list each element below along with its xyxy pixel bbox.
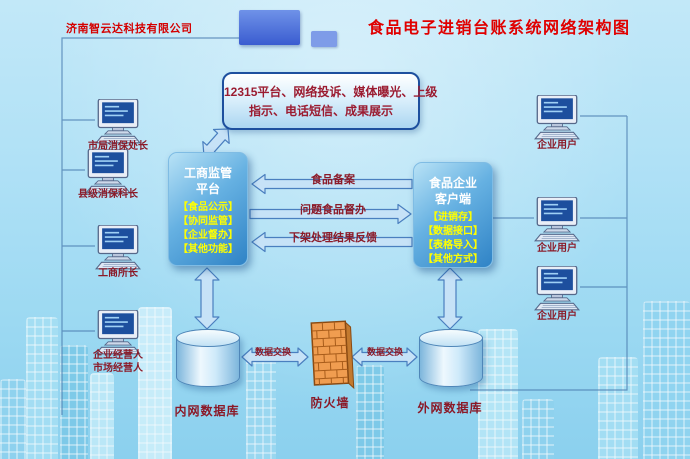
node-enterprise-user-3-label: 企业用户 — [537, 311, 577, 322]
node-enterprise-user-1-label: 企业用户 — [537, 140, 577, 151]
firewall-label: 防火墙 — [310, 396, 350, 410]
platform-item-other-functions: 【其他功能】 — [178, 244, 238, 255]
platform-item-food-publicity: 【食品公示】 — [178, 202, 238, 213]
flow-label-problem-food-supervision: 问题食品督办 — [300, 204, 366, 216]
desktop-computer-icon — [85, 148, 131, 194]
platform-item-enterprise-supervision: 【企业督办】 — [178, 230, 238, 241]
logo-rectangle-small — [311, 31, 337, 47]
node-enterprise-user-2-computer — [534, 196, 580, 247]
client-item-table-import: 【表格导入】 — [423, 240, 483, 251]
logo-rectangle-large — [239, 10, 300, 45]
data-exchange-label-left: 数据交换 — [254, 347, 291, 357]
internal-database-cylinder-icon — [175, 328, 240, 387]
supervision-platform-box: 工商监管 平台 【食品公示】 【协同监管】 【企业督办】 【其他功能】 — [168, 152, 248, 266]
building-silhouette — [478, 329, 518, 459]
external-channels-line2: 指示、电话短信、成果展示 — [248, 104, 393, 118]
left-network-line — [61, 37, 239, 415]
arrow-removal-feedback — [251, 231, 413, 253]
internal-database-label: 内网数据库 — [174, 404, 240, 418]
arrow-platform-internal-db — [194, 267, 220, 330]
external-database-label: 外网数据库 — [417, 401, 483, 415]
node-enterprise-user-3-computer — [534, 265, 580, 316]
external-database-cylinder-icon — [418, 328, 483, 387]
building-silhouette — [643, 301, 690, 459]
building-silhouette — [246, 353, 276, 459]
node-enterprise-user-1-computer — [534, 94, 580, 145]
desktop-computer-icon — [534, 94, 580, 140]
arrow-food-record — [251, 173, 413, 195]
diagram-title: 食品电子进销台账系统网络架构图 — [368, 20, 631, 37]
building-silhouette — [522, 399, 554, 459]
external-channels-box: 12315平台、网络投诉、媒体曝光、上级 指示、电话短信、成果展示 — [222, 72, 437, 130]
building-silhouette — [60, 345, 88, 459]
building-silhouette — [356, 365, 384, 459]
firewall-brick-wall-icon — [310, 320, 355, 390]
node-industry-office-label: 工商所长 — [98, 268, 138, 279]
client-item-data-interface: 【数据接口】 — [423, 226, 483, 237]
node-city-bureau-label: 市局消保处长 — [88, 141, 148, 152]
building-silhouette — [0, 379, 26, 459]
building-silhouette — [26, 317, 58, 459]
client-item-inventory: 【进销存】 — [428, 212, 478, 223]
platform-box-title: 工商监管 平台 — [183, 166, 232, 196]
flow-label-food-record: 食品备案 — [311, 174, 355, 186]
desktop-computer-icon — [534, 196, 580, 242]
platform-item-collaborative-supervision: 【协同监管】 — [178, 216, 238, 227]
node-enterprise-operator-label: 企业经营人 市场经营人 — [93, 350, 143, 374]
desktop-computer-icon — [95, 309, 141, 355]
client-box-title: 食品企业 客户端 — [428, 176, 477, 206]
building-silhouette — [90, 373, 114, 459]
firewall-node — [306, 317, 358, 398]
client-item-other-methods: 【其他方式】 — [423, 254, 483, 265]
enterprise-client-box: 食品企业 客户端 【进销存】 【数据接口】 【表格导入】 【其他方式】 — [413, 162, 493, 268]
external-channels-line1: 12315平台、网络投诉、媒体曝光、上级 — [224, 85, 438, 99]
desktop-computer-icon — [534, 265, 580, 311]
desktop-computer-icon — [95, 224, 141, 270]
data-exchange-label-right: 数据交换 — [366, 347, 403, 357]
right-network-line — [470, 115, 628, 391]
arrow-exchange-left — [241, 347, 309, 367]
arrow-exchange-right — [351, 347, 418, 367]
building-silhouette — [598, 357, 638, 459]
node-enterprise-user-2-label: 企业用户 — [537, 243, 577, 254]
desktop-computer-icon — [95, 98, 141, 144]
arrow-problem-food — [249, 203, 412, 225]
company-name: 济南智云达科技有限公司 — [66, 23, 193, 35]
flow-label-removal-feedback: 下架处理结果反馈 — [289, 232, 377, 244]
arrow-client-external-db — [437, 267, 463, 330]
building-silhouette — [138, 307, 172, 459]
node-county-section-label: 县级消保科长 — [78, 189, 138, 200]
